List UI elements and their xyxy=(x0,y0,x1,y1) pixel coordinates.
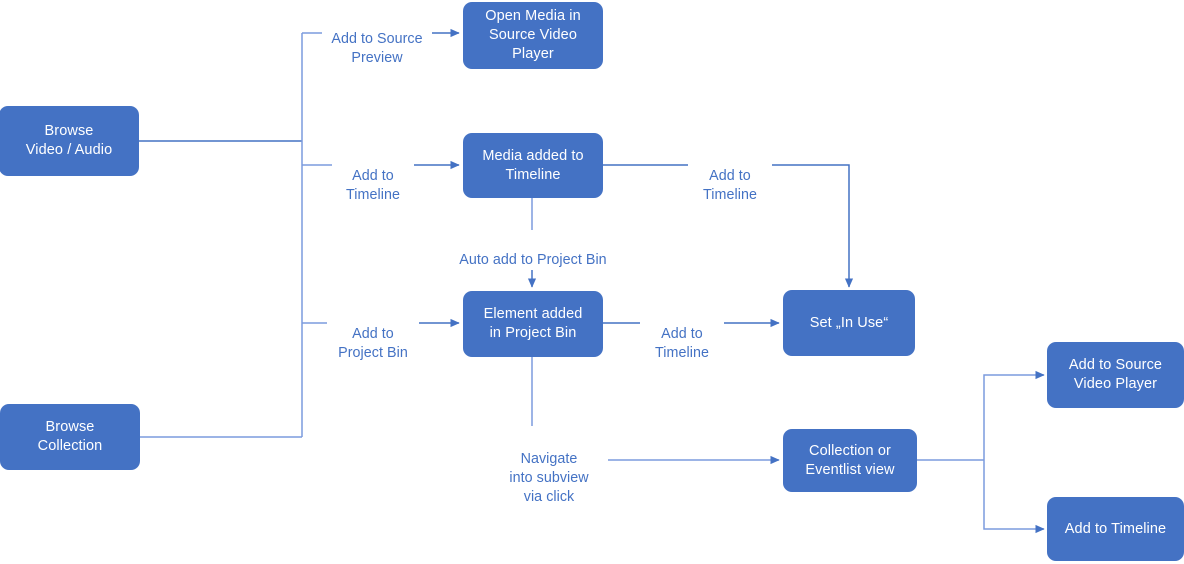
edge-label-add-to-timeline-top: Add to Timeline xyxy=(332,148,414,206)
edge-label-add-to-timeline-right: Add to Timeline xyxy=(688,148,772,206)
node-browse-collection[interactable]: Browse Collection xyxy=(0,404,140,470)
edge-label-add-to-source-preview-text: Add to Source Preview xyxy=(331,31,423,67)
node-collection-eventlist-view-label: Collection or Eventlist view xyxy=(805,442,895,478)
node-element-added-project-bin[interactable]: Element added in Project Bin xyxy=(463,291,603,357)
edge-label-add-to-timeline-right-text: Add to Timeline xyxy=(703,168,757,204)
node-collection-eventlist-view[interactable]: Collection or Eventlist view xyxy=(783,429,917,492)
edge-label-navigate-subview: Navigate into subview via click xyxy=(490,431,608,508)
edge-label-add-to-source-preview: Add to Source Preview xyxy=(322,11,432,69)
node-browse-video-audio[interactable]: Browse Video / Audio xyxy=(0,106,139,176)
edge-collection-to-source-player xyxy=(983,370,1045,460)
node-media-added-timeline-label: Media added to Timeline xyxy=(482,147,584,183)
edge-media-to-setinuse-right xyxy=(770,164,854,288)
node-add-to-timeline-end[interactable]: Add to Timeline xyxy=(1047,497,1184,561)
node-open-media-source-player[interactable]: Open Media in Source Video Player xyxy=(463,2,603,69)
edge-label-auto-add-project-bin: Auto add to Project Bin xyxy=(452,232,614,271)
node-add-to-source-video-player[interactable]: Add to Source Video Player xyxy=(1047,342,1184,408)
node-browse-video-audio-label: Browse Video / Audio xyxy=(25,123,113,158)
node-set-in-use-label: Set „In Use“ xyxy=(809,314,889,331)
edge-collection-to-add-timeline xyxy=(983,460,1045,534)
node-element-added-project-bin-label: Element added in Project Bin xyxy=(483,306,583,341)
node-set-in-use[interactable]: Set „In Use“ xyxy=(783,290,915,356)
edge-label-navigate-subview-text: Navigate into subview via click xyxy=(509,451,589,506)
edge-label-add-to-timeline-mid: Add to Timeline xyxy=(640,306,724,364)
node-add-to-timeline-end-label: Add to Timeline xyxy=(1064,520,1167,537)
node-media-added-timeline[interactable]: Media added to Timeline xyxy=(463,133,603,198)
edge-label-add-to-timeline-top-text: Add to Timeline xyxy=(346,168,400,204)
edge-label-auto-add-project-bin-text: Auto add to Project Bin xyxy=(459,252,607,269)
edge-label-add-to-project-bin: Add to Project Bin xyxy=(327,306,419,364)
node-browse-collection-label: Browse Collection xyxy=(37,419,103,454)
edge-label-add-to-project-bin-text: Add to Project Bin xyxy=(338,326,408,362)
edge-label-add-to-timeline-mid-text: Add to Timeline xyxy=(655,326,709,362)
node-open-media-source-player-label: Open Media in Source Video Player xyxy=(485,8,581,62)
node-add-to-source-video-player-label: Add to Source Video Player xyxy=(1068,357,1163,392)
